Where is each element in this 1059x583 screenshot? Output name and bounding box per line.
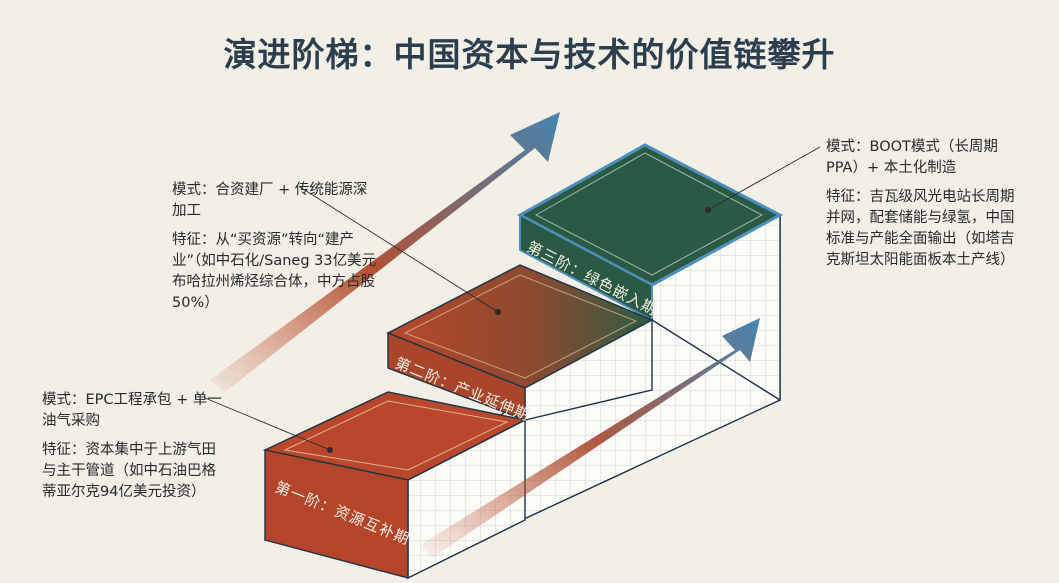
step-3-mode: 模式：BOOT模式（长周期PPA）+ 本土化制造 — [826, 139, 998, 176]
growth-arrow-upper — [210, 112, 560, 392]
step-2-note: 模式：合资建厂 + 传统能源深加工 特征：从“买资源”转向“建产业”（如中石化/… — [172, 180, 377, 322]
step-1-note: 模式：EPC工程承包 + 单一油气采购 特征：资本集中于上游气田与主干管道（如中… — [42, 390, 227, 511]
step-2-block — [386, 264, 654, 422]
page-title: 演进阶梯：中国资本与技术的价值链攀升 — [223, 35, 836, 74]
step-3-note: 模式：BOOT模式（长周期PPA）+ 本土化制造 特征：吉瓦级风光电站长周期并网… — [826, 137, 1026, 279]
step-1-mode: 模式：EPC工程承包 + 单一油气采购 — [42, 392, 222, 429]
step-2-mode: 模式：合资建厂 + 传统能源深加工 — [172, 182, 368, 219]
step-3-feature: 特征：吉瓦级风光电站长周期并网，配套储能与绿氢，中国标准与产能全面输出（如塔吉克… — [826, 189, 1015, 268]
leader-lines — [204, 146, 821, 453]
growth-arrow-lower — [420, 318, 760, 558]
step-1-feature: 特征：资本集中于上游气田与主干管道（如中石油巴格蒂亚尔克94亿美元投资） — [42, 442, 216, 500]
step-2-feature: 特征：从“买资源”转向“建产业”（如中石化/Saneg 33亿美元布哈拉州烯烃综… — [172, 232, 377, 311]
